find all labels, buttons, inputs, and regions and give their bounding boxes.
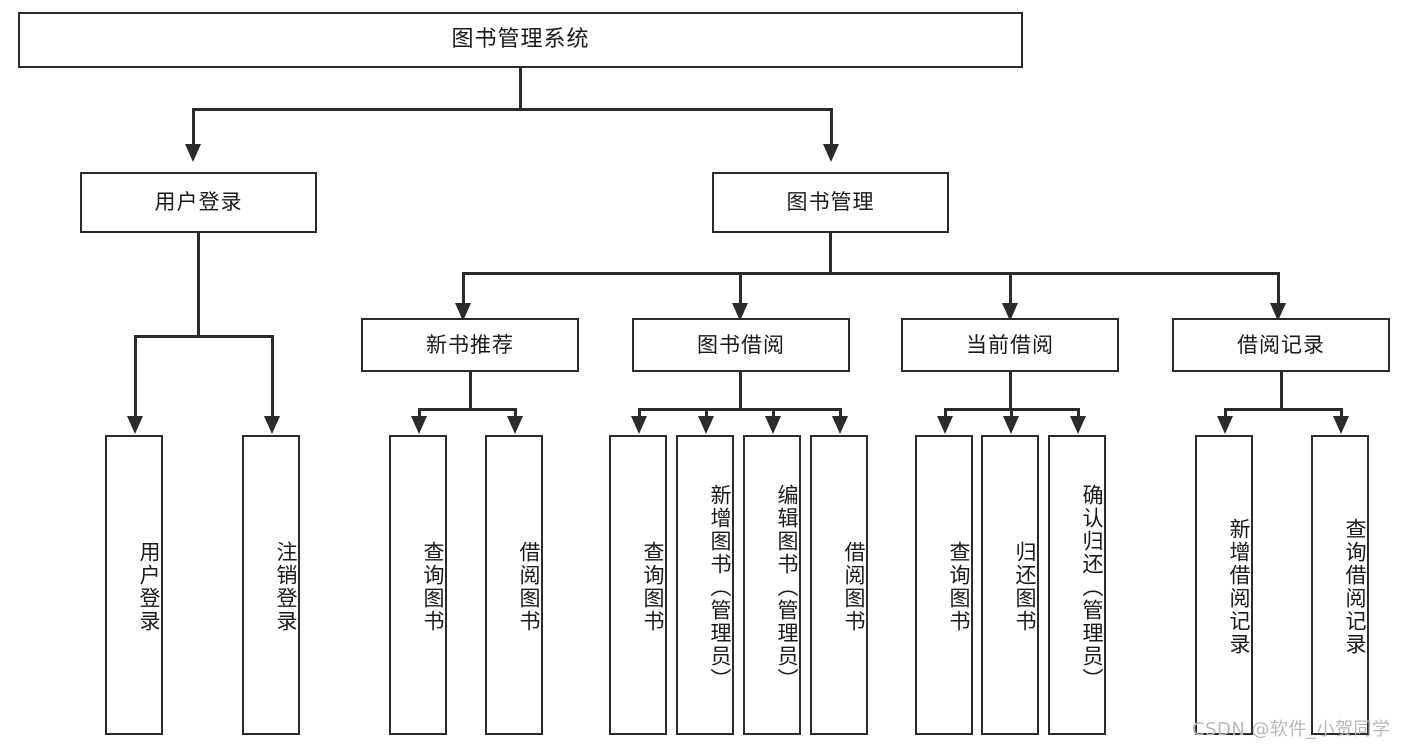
arrow-head-icon bbox=[127, 416, 143, 434]
node-label: 借阅图书 bbox=[842, 541, 866, 633]
node-label: 用户登录 bbox=[137, 541, 161, 633]
node-label: 图书管理系统 bbox=[451, 27, 590, 53]
node-label: 图书管理 bbox=[786, 190, 875, 215]
arrow-head-icon bbox=[455, 303, 471, 321]
arrow-head-icon bbox=[1217, 416, 1233, 434]
leaf-book-borrow-action[interactable]: 借阅图书 bbox=[810, 435, 868, 735]
arrow-head-icon bbox=[1270, 303, 1286, 321]
node-label: 新增图书（管理员） bbox=[708, 483, 732, 691]
connector-new-book-to-leaf-2 bbox=[514, 408, 517, 418]
leaf-query-borrow-record[interactable]: 查询借阅记录 bbox=[1311, 435, 1369, 735]
leaf-new-book-borrow[interactable]: 借阅图书 bbox=[485, 435, 543, 735]
connector-root-to-book-management bbox=[830, 108, 833, 145]
arrow-head-icon bbox=[698, 416, 714, 434]
connector-borrow-record-stem bbox=[1280, 372, 1283, 408]
node-label: 编辑图书（管理员） bbox=[775, 483, 799, 691]
connector-user-login-bus bbox=[134, 335, 274, 338]
node-user-login[interactable]: 用户登录 bbox=[80, 172, 317, 233]
node-borrow-record[interactable]: 借阅记录 bbox=[1172, 318, 1390, 372]
arrow-head-icon bbox=[185, 144, 201, 162]
connector-borrow-record-bus bbox=[1224, 408, 1343, 411]
arrow-head-icon bbox=[631, 416, 647, 434]
node-label: 用户登录 bbox=[154, 190, 243, 215]
node-label: 归还图书 bbox=[1013, 541, 1037, 633]
node-label: 借阅记录 bbox=[1237, 332, 1325, 357]
node-label: 查询借阅记录 bbox=[1343, 518, 1367, 656]
arrow-head-icon bbox=[823, 144, 839, 162]
connector-new-book-bus bbox=[418, 408, 517, 411]
connector-bm-to-new-book bbox=[462, 272, 465, 304]
arrow-head-icon bbox=[1002, 303, 1018, 321]
leaf-confirm-return-admin[interactable]: 确认归还（管理员） bbox=[1048, 435, 1106, 735]
arrow-head-icon bbox=[1070, 416, 1086, 434]
node-label: 图书借阅 bbox=[697, 332, 785, 357]
connector-root-stem bbox=[519, 68, 522, 108]
leaf-user-login-1[interactable]: 用户登录 bbox=[105, 435, 163, 735]
leaf-book-add-admin[interactable]: 新增图书（管理员） bbox=[676, 435, 734, 735]
arrow-head-icon bbox=[264, 416, 280, 434]
connector-user-login-to-leaf-2 bbox=[271, 335, 274, 417]
connector-root-to-user-login bbox=[192, 108, 195, 145]
leaf-return-book[interactable]: 归还图书 bbox=[981, 435, 1039, 735]
node-label: 注销登录 bbox=[274, 541, 298, 633]
node-label: 当前借阅 bbox=[966, 332, 1054, 357]
connector-root-bus bbox=[192, 108, 833, 111]
leaf-book-borrow-query[interactable]: 查询图书 bbox=[609, 435, 667, 735]
arrow-head-icon bbox=[1333, 416, 1349, 434]
connector-book-borrow-to-leaf-2 bbox=[705, 408, 708, 418]
connector-book-management-stem bbox=[829, 233, 832, 272]
leaf-add-borrow-record[interactable]: 新增借阅记录 bbox=[1195, 435, 1253, 735]
connector-book-borrow-bus bbox=[638, 408, 842, 411]
node-book-borrow[interactable]: 图书借阅 bbox=[632, 318, 850, 372]
arrow-head-icon bbox=[1003, 416, 1019, 434]
node-label: 新增借阅记录 bbox=[1227, 518, 1251, 656]
leaf-book-edit-admin[interactable]: 编辑图书（管理员） bbox=[743, 435, 801, 735]
arrow-head-icon bbox=[832, 416, 848, 434]
connector-book-management-bus bbox=[462, 272, 1278, 275]
connector-bm-to-borrow-record bbox=[1277, 272, 1280, 304]
connector-bm-to-book-borrow bbox=[739, 272, 742, 304]
connector-current-borrow-to-leaf-3 bbox=[1077, 408, 1080, 418]
connector-borrow-record-to-leaf-2 bbox=[1340, 408, 1343, 418]
node-new-book-recommend[interactable]: 新书推荐 bbox=[361, 318, 579, 372]
connector-current-borrow-stem bbox=[1009, 372, 1012, 408]
node-label: 借阅图书 bbox=[517, 541, 541, 633]
connector-book-borrow-to-leaf-1 bbox=[638, 408, 641, 418]
arrow-head-icon bbox=[507, 416, 523, 434]
node-label: 新书推荐 bbox=[426, 332, 514, 357]
leaf-current-borrow-query[interactable]: 查询图书 bbox=[915, 435, 973, 735]
leaf-user-logout[interactable]: 注销登录 bbox=[242, 435, 300, 735]
node-label: 查询图书 bbox=[947, 541, 971, 633]
connector-new-book-to-leaf-1 bbox=[418, 408, 421, 418]
connector-current-borrow-to-leaf-2 bbox=[1010, 408, 1013, 418]
leaf-new-book-query[interactable]: 查询图书 bbox=[389, 435, 447, 735]
connector-borrow-record-to-leaf-1 bbox=[1224, 408, 1227, 418]
connector-book-borrow-to-leaf-4 bbox=[839, 408, 842, 418]
arrow-head-icon bbox=[411, 416, 427, 434]
connector-user-login-to-leaf-1 bbox=[134, 335, 137, 417]
arrow-head-icon bbox=[765, 416, 781, 434]
node-label: 查询图书 bbox=[421, 541, 445, 633]
node-label: 查询图书 bbox=[641, 541, 665, 633]
connector-user-login-stem bbox=[197, 233, 200, 335]
arrow-head-icon bbox=[732, 303, 748, 321]
connector-current-borrow-to-leaf-1 bbox=[944, 408, 947, 418]
connector-new-book-stem bbox=[469, 372, 472, 408]
connector-book-borrow-to-leaf-3 bbox=[772, 408, 775, 418]
node-root-book-management-system[interactable]: 图书管理系统 bbox=[18, 12, 1023, 68]
node-book-management[interactable]: 图书管理 bbox=[712, 172, 949, 233]
connector-book-borrow-stem bbox=[739, 372, 742, 408]
arrow-head-icon bbox=[937, 416, 953, 434]
node-label: 确认归还（管理员） bbox=[1080, 483, 1104, 691]
connector-bm-to-current-borrow bbox=[1009, 272, 1012, 304]
node-current-borrow[interactable]: 当前借阅 bbox=[901, 318, 1119, 372]
